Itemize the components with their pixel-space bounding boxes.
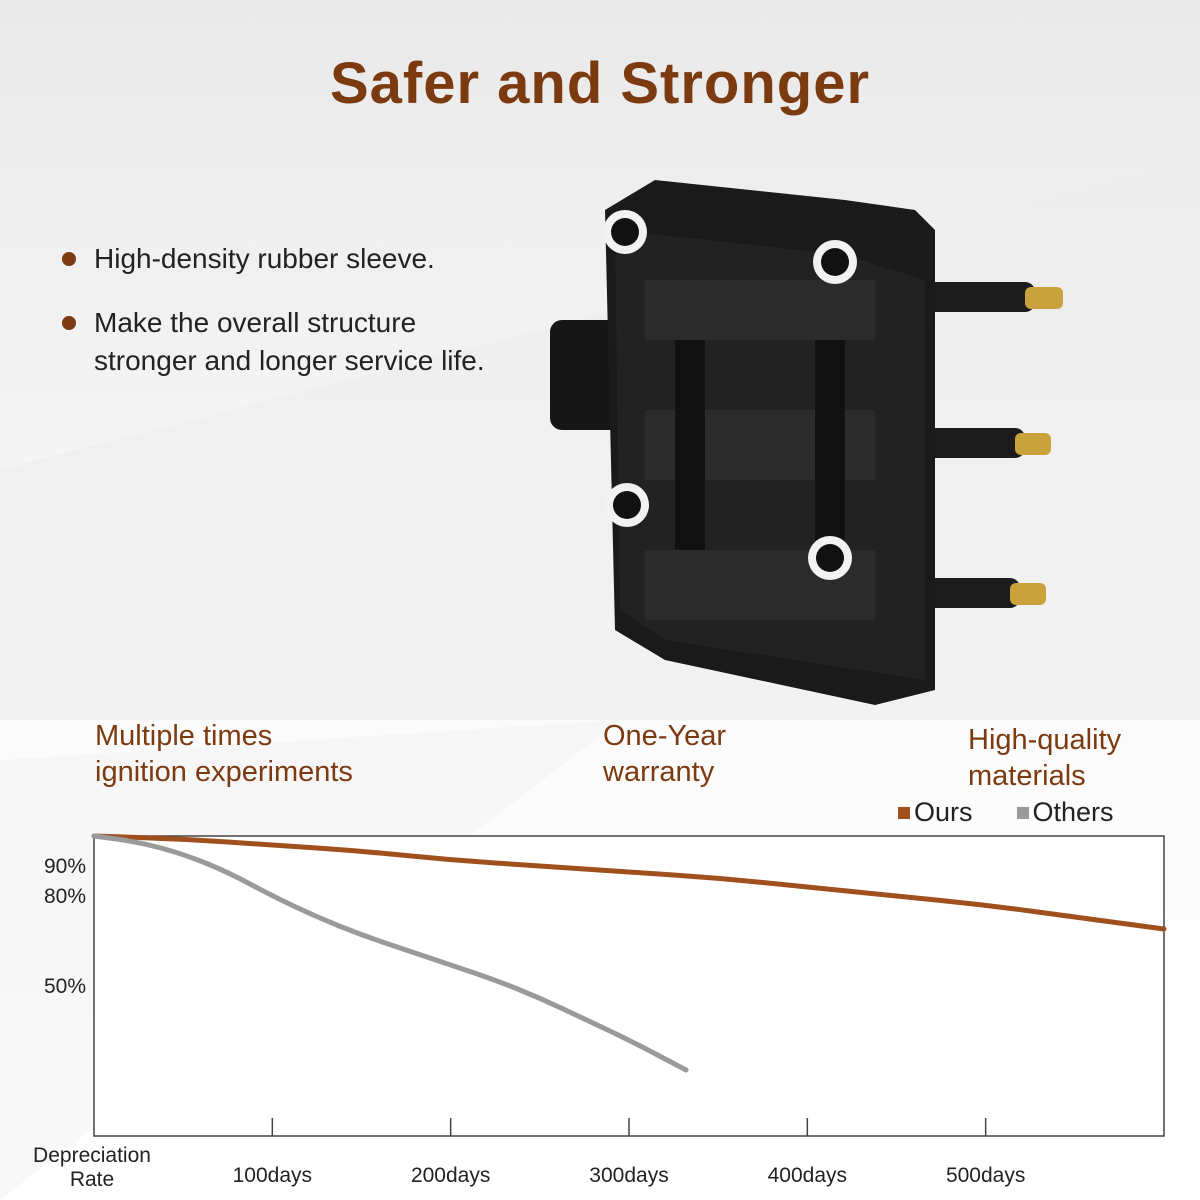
- x-tick-label: 400days: [768, 1164, 847, 1187]
- x-tick-label: 100days: [233, 1164, 312, 1187]
- bullet-line: Make the overall structure: [94, 307, 417, 338]
- legend-item-ours: Ours: [898, 797, 973, 828]
- feature-ignition: Multiple times ignition experiments: [95, 718, 455, 790]
- bullet-list: High-density rubber sleeve. Make the ove…: [62, 240, 562, 406]
- series-line-ours: [91, 833, 1167, 932]
- feature-line: materials: [968, 760, 1086, 792]
- depreciation-chart: 90% 80% 50% 100days 200days 300days 400days 50…: [33, 833, 1167, 1191]
- dot-bullet-icon: [62, 252, 76, 266]
- series-line-others: [91, 833, 689, 1073]
- legend-swatch-others: [1016, 806, 1029, 819]
- feature-line: Multiple times: [95, 720, 273, 752]
- legend-label-ours: Ours: [914, 797, 973, 827]
- plot-area: [93, 835, 1165, 1137]
- x-tick-label: 300days: [589, 1164, 668, 1187]
- bullet-line: stronger and longer service life.: [94, 345, 485, 376]
- feature-line: High-quality: [968, 724, 1122, 756]
- terminal-pins: [925, 282, 1063, 608]
- feature-line: One-Year: [603, 720, 727, 752]
- chart-legend: Ours Others: [898, 797, 1114, 828]
- y-tick-label: 90%: [44, 855, 86, 878]
- page-title: Safer and Stronger: [329, 51, 871, 116]
- legend-item-others: Others: [1016, 797, 1114, 828]
- bullet-item-1: High-density rubber sleeve.: [62, 240, 562, 278]
- feature-warranty: One-Year warranty: [603, 718, 803, 790]
- legend-swatch-ours: [898, 806, 910, 819]
- y-axis-label-line-1: Depreciation: [33, 1144, 151, 1167]
- mounting-holes: [603, 210, 857, 580]
- dot-bullet-icon: [62, 316, 76, 330]
- legend-label-others: Others: [1032, 797, 1114, 827]
- x-tick-label: 200days: [411, 1164, 490, 1187]
- ignition-coil-illustration: [550, 180, 1063, 705]
- bullet-item-2: Make the overall structure stronger and …: [62, 304, 562, 380]
- y-tick-label: 50%: [44, 975, 86, 998]
- feature-materials: High-quality materials: [968, 722, 1178, 794]
- bullet-line: High-density rubber sleeve.: [94, 243, 435, 274]
- y-axis-label-line-2: Rate: [70, 1168, 114, 1191]
- x-tick-label: 500days: [946, 1164, 1025, 1187]
- feature-line: ignition experiments: [95, 756, 353, 788]
- feature-line: warranty: [603, 756, 715, 788]
- y-tick-label: 80%: [44, 885, 86, 908]
